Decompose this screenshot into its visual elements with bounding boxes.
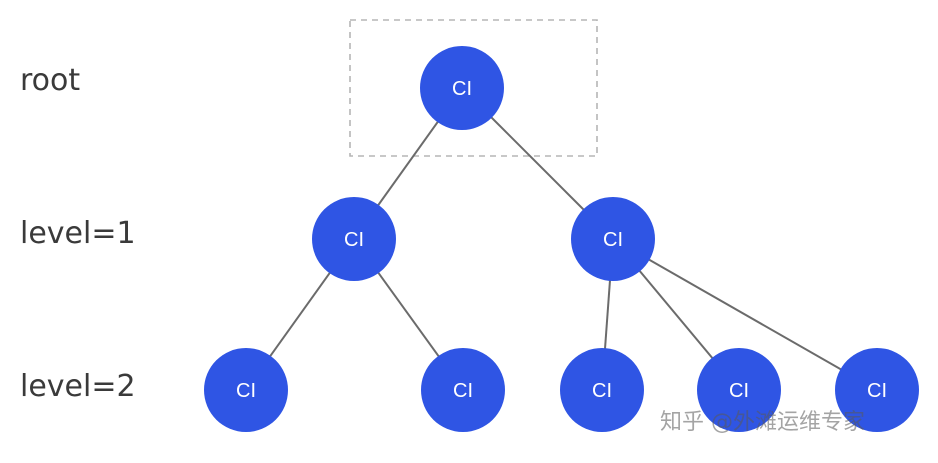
node-l2-e: CI (835, 348, 919, 432)
level-label-root: root (20, 63, 81, 98)
level-label-1: level=1 (20, 216, 136, 251)
node-circle (835, 348, 919, 432)
node-circle (420, 46, 504, 130)
node-circle (560, 348, 644, 432)
level-label-2: level=2 (20, 369, 136, 404)
node-circle (312, 197, 396, 281)
node-label: CI (603, 229, 623, 251)
node-label: CI (592, 380, 612, 402)
root-highlight-box (349, 19, 598, 157)
node-root: CI (420, 46, 504, 130)
node-l2-a: CI (204, 348, 288, 432)
node-circle (697, 348, 781, 432)
edge-l1-b-l2-e (612, 238, 878, 391)
node-label: CI (729, 380, 749, 402)
node-l2-c: CI (560, 348, 644, 432)
node-label: CI (453, 380, 473, 402)
node-l2-d: CI (697, 348, 781, 432)
node-label: CI (867, 380, 887, 402)
node-l1-b: CI (571, 197, 655, 281)
node-circle (421, 348, 505, 432)
node-label: CI (236, 380, 256, 402)
nodes: CI CI CI CI CI CI CI CI (204, 46, 919, 432)
node-circle (204, 348, 288, 432)
node-l2-b: CI (421, 348, 505, 432)
node-label: CI (452, 78, 472, 100)
watermark: 知乎 @外滩运维专家 (660, 410, 865, 435)
node-l1-a: CI (312, 197, 396, 281)
node-circle (571, 197, 655, 281)
node-label: CI (344, 229, 364, 251)
